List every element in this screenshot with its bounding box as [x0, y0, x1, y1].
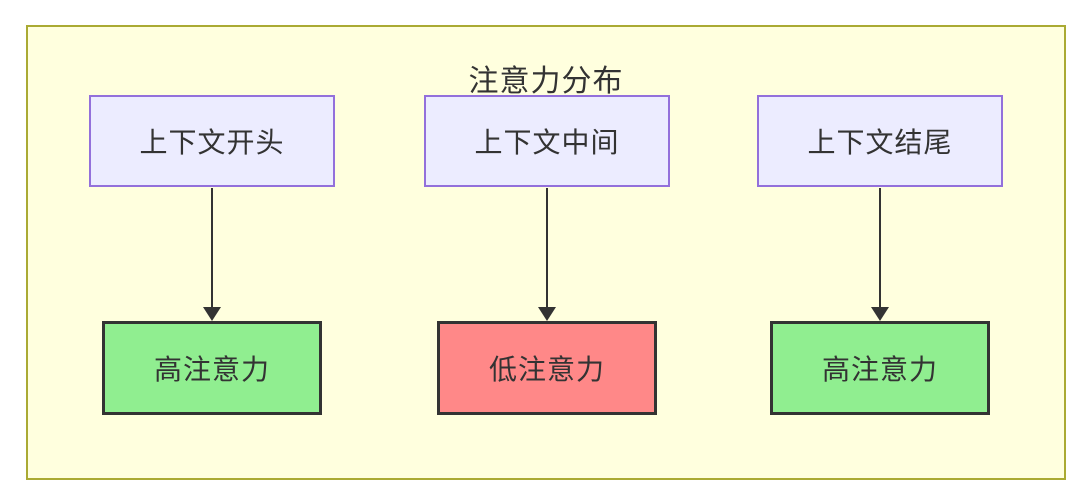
source-node-context-end: 上下文结尾: [757, 95, 1003, 187]
arrow-line-end: [879, 188, 881, 308]
target-node-low-attention: 低注意力: [437, 321, 657, 415]
arrow-head-icon: [203, 307, 221, 321]
source-node-context-middle: 上下文中间: [424, 95, 670, 187]
arrow-head-icon: [871, 307, 889, 321]
diagram-title: 注意力分布: [468, 65, 624, 98]
arrow-head-icon: [538, 307, 556, 321]
source-node-context-beginning: 上下文开头: [89, 95, 335, 187]
arrow-line-middle: [546, 188, 548, 308]
arrow-line-beginning: [211, 188, 213, 308]
target-node-high-attention-right: 高注意力: [770, 321, 990, 415]
target-node-high-attention-left: 高注意力: [102, 321, 322, 415]
